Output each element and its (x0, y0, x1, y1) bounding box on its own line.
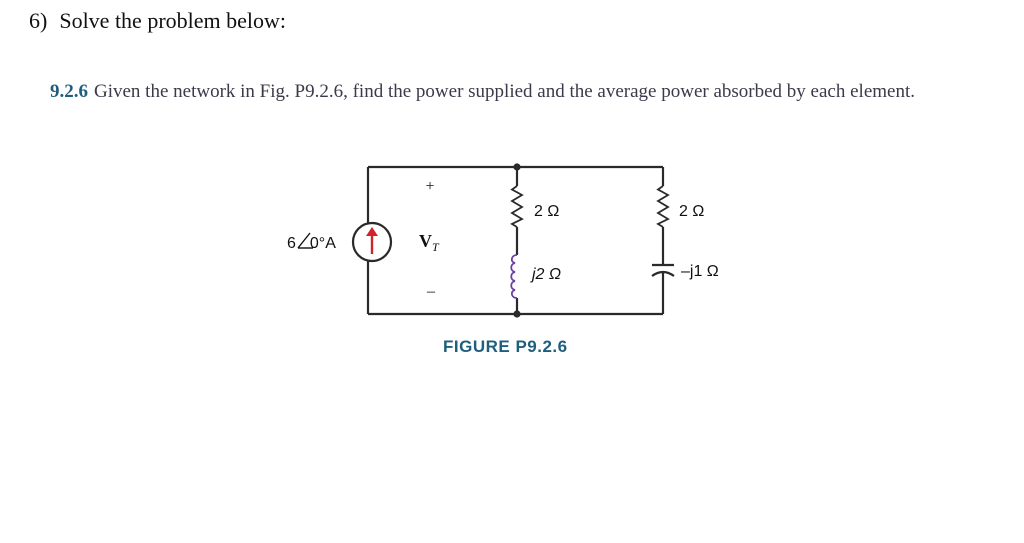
c1-label: –j1 Ω (681, 263, 719, 280)
angle-symbol-icon (297, 232, 313, 249)
resistor-1 (510, 185, 524, 228)
figure-caption: FIGURE P9.2.6 (443, 337, 568, 356)
circuit-wires (366, 165, 665, 316)
question-number: 6) (29, 8, 48, 33)
problem-number: 9.2.6 (50, 81, 88, 102)
resistor-2 (656, 185, 670, 228)
question-text: Solve the problem below: (59, 8, 287, 33)
question-heading: 6) Solve the problem below: (29, 8, 286, 34)
l1-label: j2 Ω (530, 266, 561, 283)
capacitor (651, 263, 675, 277)
problem-text: Given the network in Fig. P9.2.6, find t… (94, 81, 915, 102)
node-bottom (513, 310, 521, 318)
r2-label: 2 Ω (679, 203, 704, 220)
voltage-minus: – (426, 283, 436, 300)
inductor (510, 254, 518, 299)
current-source (351, 221, 393, 263)
node-top (513, 163, 521, 171)
voltage-plus: + (425, 178, 434, 195)
problem-statement: 9.2.6 Given the network in Fig. P9.2.6, f… (50, 78, 980, 106)
voltage-label: VT (419, 231, 440, 254)
r1-label: 2 Ω (534, 203, 559, 220)
